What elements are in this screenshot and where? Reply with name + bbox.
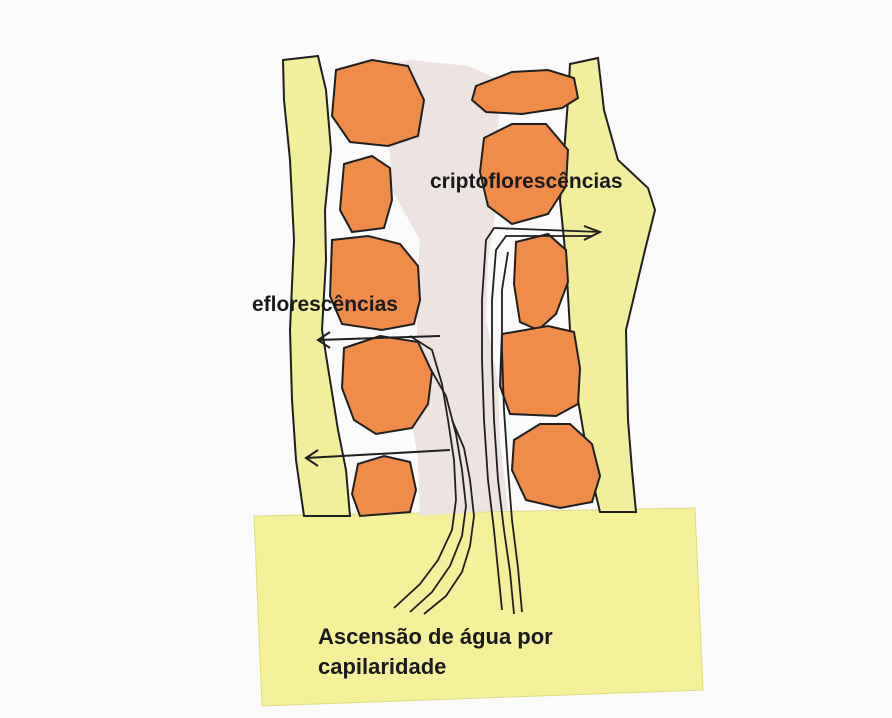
stone-left-5: [352, 456, 416, 516]
eflorescencias-label: eflorescências: [252, 293, 398, 316]
ascensao-agua-label: Ascensão de água por capilaridade: [318, 622, 553, 683]
stone-right-3: [514, 234, 568, 330]
criptoflorescencias-label: criptoflorescências: [430, 170, 623, 193]
stone-left-4: [342, 336, 432, 434]
ascensao-label-line-1: Ascensão de água por: [318, 622, 553, 652]
ascensao-label-line-2: capilaridade: [318, 652, 553, 682]
stone-right-4: [500, 326, 580, 416]
stone-left-2: [340, 156, 392, 232]
stone-left-1: [332, 60, 424, 146]
